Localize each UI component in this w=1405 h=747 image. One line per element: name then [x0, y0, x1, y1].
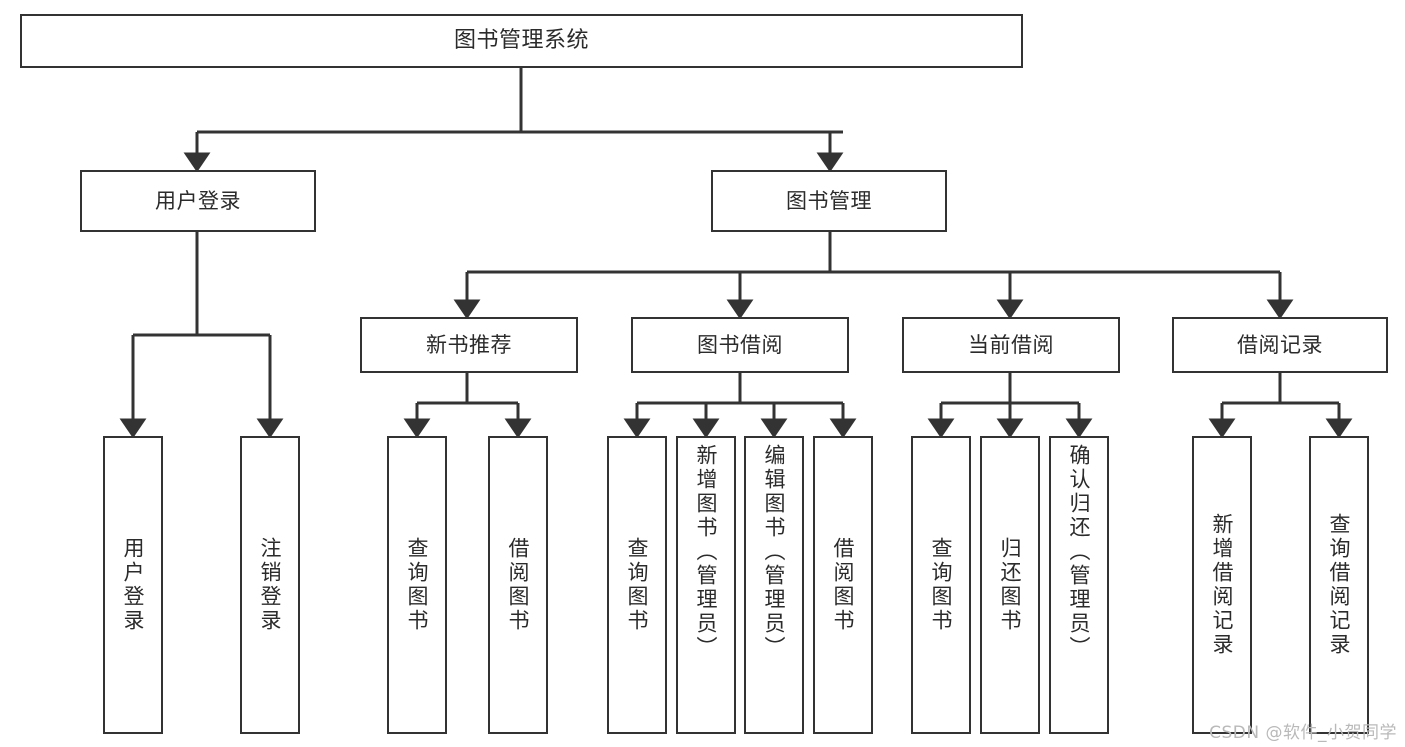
node-leaf-edit-book-admin[interactable]: 编辑图书（管理员）: [744, 436, 804, 734]
node-leaf-return-book[interactable]: 归还图书: [980, 436, 1040, 734]
node-label: 当前借阅: [968, 332, 1054, 357]
node-label: 新增图书（管理员）: [694, 444, 719, 660]
node-book-borrow[interactable]: 图书借阅: [631, 317, 849, 373]
node-label: 用户登录: [121, 537, 146, 633]
node-label: 用户登录: [155, 188, 241, 213]
node-user-login[interactable]: 用户登录: [80, 170, 316, 232]
node-label: 查询图书: [929, 537, 954, 633]
node-label: 查询图书: [405, 537, 430, 633]
node-label: 借阅图书: [506, 537, 531, 633]
node-leaf-query-borrow-record[interactable]: 查询借阅记录: [1309, 436, 1369, 734]
node-leaf-query-book-1[interactable]: 查询图书: [387, 436, 447, 734]
watermark-text: CSDN @软件_小贺同学: [1209, 723, 1397, 743]
node-borrow-record[interactable]: 借阅记录: [1172, 317, 1388, 373]
node-label: 图书管理系统: [453, 28, 589, 54]
node-leaf-query-book-3[interactable]: 查询图书: [911, 436, 971, 734]
node-label: 编辑图书（管理员）: [762, 444, 787, 660]
node-leaf-query-book-2[interactable]: 查询图书: [607, 436, 667, 734]
node-leaf-add-borrow-record[interactable]: 新增借阅记录: [1192, 436, 1252, 734]
node-root-system[interactable]: 图书管理系统: [20, 14, 1023, 68]
node-label: 确认归还（管理员）: [1067, 444, 1092, 660]
node-label: 注销登录: [258, 537, 283, 633]
node-book-management[interactable]: 图书管理: [711, 170, 947, 232]
node-label: 图书借阅: [697, 332, 783, 357]
node-leaf-confirm-return-admin[interactable]: 确认归还（管理员）: [1049, 436, 1109, 734]
node-label: 归还图书: [998, 537, 1023, 633]
node-leaf-borrow-book-1[interactable]: 借阅图书: [488, 436, 548, 734]
node-label: 借阅记录: [1237, 332, 1323, 357]
node-label: 查询图书: [625, 537, 650, 633]
node-label: 新增借阅记录: [1210, 513, 1235, 657]
node-leaf-add-book-admin[interactable]: 新增图书（管理员）: [676, 436, 736, 734]
node-label: 新书推荐: [426, 332, 512, 357]
node-label: 借阅图书: [831, 537, 856, 633]
node-leaf-borrow-book-2[interactable]: 借阅图书: [813, 436, 873, 734]
node-leaf-user-login[interactable]: 用户登录: [103, 436, 163, 734]
node-new-book-recommend[interactable]: 新书推荐: [360, 317, 578, 373]
node-label: 图书管理: [786, 188, 872, 213]
node-leaf-logout-login[interactable]: 注销登录: [240, 436, 300, 734]
node-current-borrow[interactable]: 当前借阅: [902, 317, 1120, 373]
node-label: 查询借阅记录: [1327, 513, 1352, 657]
